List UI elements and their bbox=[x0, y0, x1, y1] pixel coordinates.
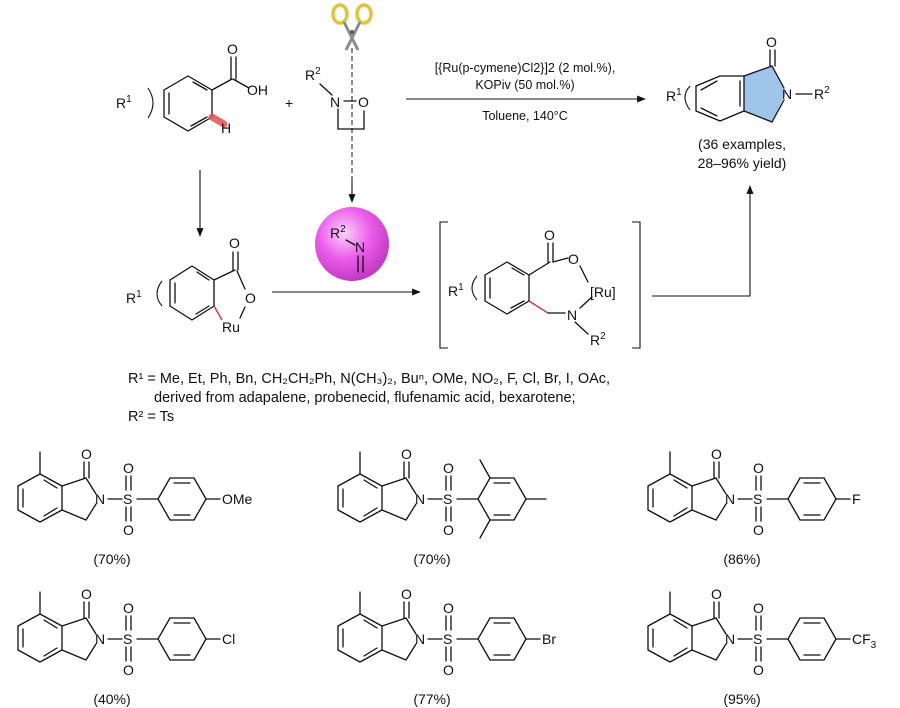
sulfonyl-oxygen: O bbox=[443, 460, 454, 476]
sulfur-atom: S bbox=[753, 631, 762, 647]
reductive-elimination-arrow bbox=[652, 185, 754, 297]
svg-text:R1: R1 bbox=[666, 87, 682, 104]
example-yield: (86%) bbox=[723, 551, 760, 567]
example-yield: (70%) bbox=[413, 551, 450, 567]
imine-intermediate: R2 N bbox=[315, 207, 389, 281]
svg-text:O: O bbox=[227, 41, 238, 57]
sulfonyl-oxygen: O bbox=[753, 662, 764, 678]
carbonyl-oxygen: O bbox=[81, 446, 92, 462]
sulfonyl-oxygen: O bbox=[753, 522, 764, 538]
r2-definition: R² = Ts bbox=[128, 409, 175, 425]
para-substituent: F bbox=[852, 491, 861, 507]
sulfur-atom: S bbox=[753, 491, 762, 507]
svg-text:R1: R1 bbox=[448, 282, 464, 299]
svg-text:N: N bbox=[782, 86, 792, 102]
svg-text:[Ru]: [Ru] bbox=[590, 284, 616, 300]
scissors-icon bbox=[331, 3, 373, 51]
carbonyl-oxygen: O bbox=[401, 446, 412, 462]
svg-text:O: O bbox=[544, 227, 555, 243]
carbonyl-oxygen: O bbox=[401, 586, 412, 602]
svg-text:R1: R1 bbox=[126, 289, 142, 306]
para-substituent: OMe bbox=[222, 491, 253, 507]
carbonyl-oxygen: O bbox=[711, 446, 722, 462]
nitrogen-atom: N bbox=[415, 491, 425, 507]
example-yield: (77%) bbox=[413, 691, 450, 707]
svg-text:O: O bbox=[358, 94, 369, 110]
example-yield: (70%) bbox=[93, 551, 130, 567]
amine-reagent: R2 N O bbox=[305, 3, 373, 180]
sulfonyl-oxygen: O bbox=[123, 522, 134, 538]
product-yield-range: 28–96% yield) bbox=[698, 155, 787, 171]
sulfonyl-oxygen: O bbox=[443, 522, 454, 538]
conditions-solvent: Toluene, 140°C bbox=[482, 109, 568, 123]
substituent-definitions: R¹ = Me, Et, Ph, Bn, CH₂CH₂Ph, N(CH₃)₂, … bbox=[128, 370, 888, 427]
nitrogen-atom: N bbox=[95, 491, 105, 507]
ruthenacycle-intermediate: O O Ru R1 bbox=[126, 235, 256, 335]
conditions-catalyst: [{Ru(p-cymene)Cl2}]2 (2 mol.%), bbox=[435, 61, 616, 75]
para-substituent: Br bbox=[542, 631, 556, 647]
svg-text:O: O bbox=[245, 290, 256, 306]
r1-natural-products: derived from adapalene, probenecid, fluf… bbox=[154, 390, 576, 406]
svg-text:O: O bbox=[229, 235, 240, 251]
svg-text:H: H bbox=[221, 120, 231, 136]
sulfonyl-oxygen: O bbox=[753, 600, 764, 616]
bracket-intermediate: O O [Ru] N R2 R1 bbox=[439, 221, 641, 349]
sulfur-atom: S bbox=[443, 631, 452, 647]
carbonyl-oxygen: O bbox=[711, 586, 722, 602]
sulfonyl-oxygen: O bbox=[123, 662, 134, 678]
sulfur-atom: S bbox=[443, 491, 452, 507]
svg-text:O: O bbox=[568, 251, 579, 267]
sulfonyl-oxygen: O bbox=[123, 460, 134, 476]
svg-text:R2: R2 bbox=[814, 85, 830, 102]
svg-text:R2: R2 bbox=[590, 331, 606, 348]
svg-text:N: N bbox=[567, 307, 577, 323]
svg-text:R1: R1 bbox=[116, 94, 132, 111]
svg-text:R2: R2 bbox=[305, 66, 321, 83]
sulfonyl-oxygen: O bbox=[753, 460, 764, 476]
sulfonyl-oxygen: O bbox=[123, 600, 134, 616]
sulfonyl-oxygen: O bbox=[443, 600, 454, 616]
carbonyl-oxygen: O bbox=[81, 586, 92, 602]
nitrogen-atom: N bbox=[95, 631, 105, 647]
example-yield: (95%) bbox=[723, 691, 760, 707]
svg-text:Ru: Ru bbox=[222, 319, 240, 335]
example-yield: (40%) bbox=[93, 691, 130, 707]
product-examples-count: (36 examples, bbox=[698, 136, 786, 152]
nitrogen-atom: N bbox=[415, 631, 425, 647]
sulfur-atom: S bbox=[123, 631, 132, 647]
nitrogen-atom: N bbox=[725, 491, 735, 507]
sulfur-atom: S bbox=[123, 491, 132, 507]
svg-text:N: N bbox=[330, 94, 340, 110]
svg-text:O: O bbox=[766, 34, 777, 50]
sulfonyl-oxygen: O bbox=[443, 662, 454, 678]
plus-sign: + bbox=[285, 95, 293, 111]
para-substituent: CF3 bbox=[852, 631, 877, 651]
nitrogen-atom: N bbox=[725, 631, 735, 647]
para-substituent: Cl bbox=[222, 631, 235, 647]
conditions-additive: KOPiv (50 mol.%) bbox=[475, 78, 574, 92]
svg-text:N: N bbox=[355, 239, 365, 255]
r1-definition: R¹ = Me, Et, Ph, Bn, CH₂CH₂Ph, N(CH₃)₂, … bbox=[128, 371, 611, 387]
benzoic-acid: O OH H R1 bbox=[116, 41, 268, 136]
svg-text:OH: OH bbox=[247, 82, 268, 98]
isoindolinone-product: O N R2 R1 bbox=[666, 34, 830, 123]
